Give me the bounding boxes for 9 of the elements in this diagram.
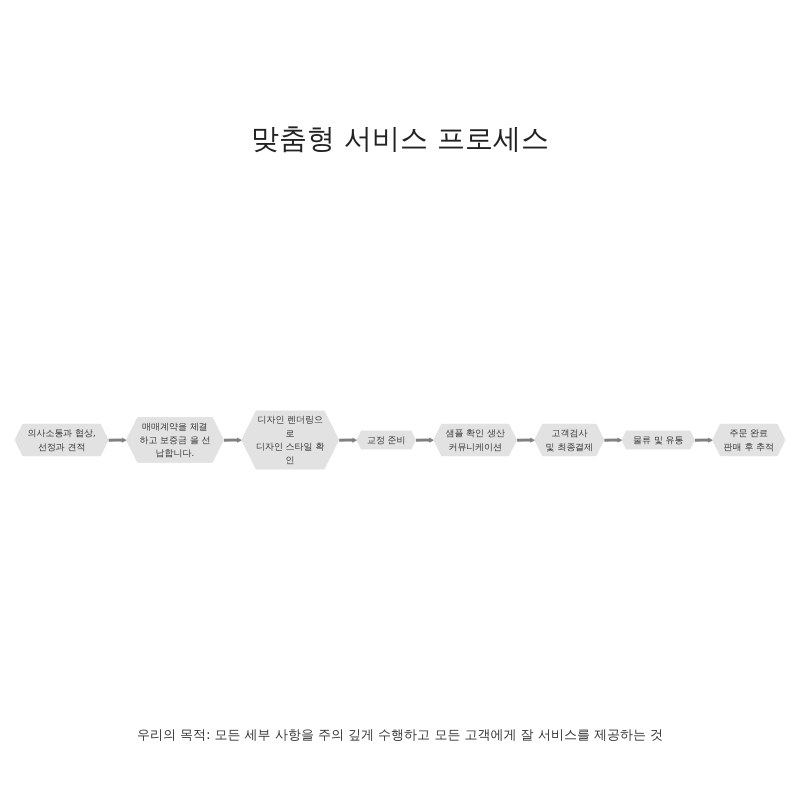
- caption: 우리의 목적: 모든 세부 사항을 주의 깊게 수행하고 모든 고객에게 잘 서비스를 제공하는 것: [136, 727, 664, 744]
- arrow: [516, 438, 536, 443]
- arrow: [416, 438, 434, 443]
- arrow: [108, 438, 127, 443]
- arrow: [339, 438, 358, 443]
- arrow: [224, 438, 242, 443]
- arrow: [694, 438, 713, 443]
- arrow: [604, 438, 622, 443]
- diagram-title: 맞춤형 서비스 프로세스: [250, 121, 550, 157]
